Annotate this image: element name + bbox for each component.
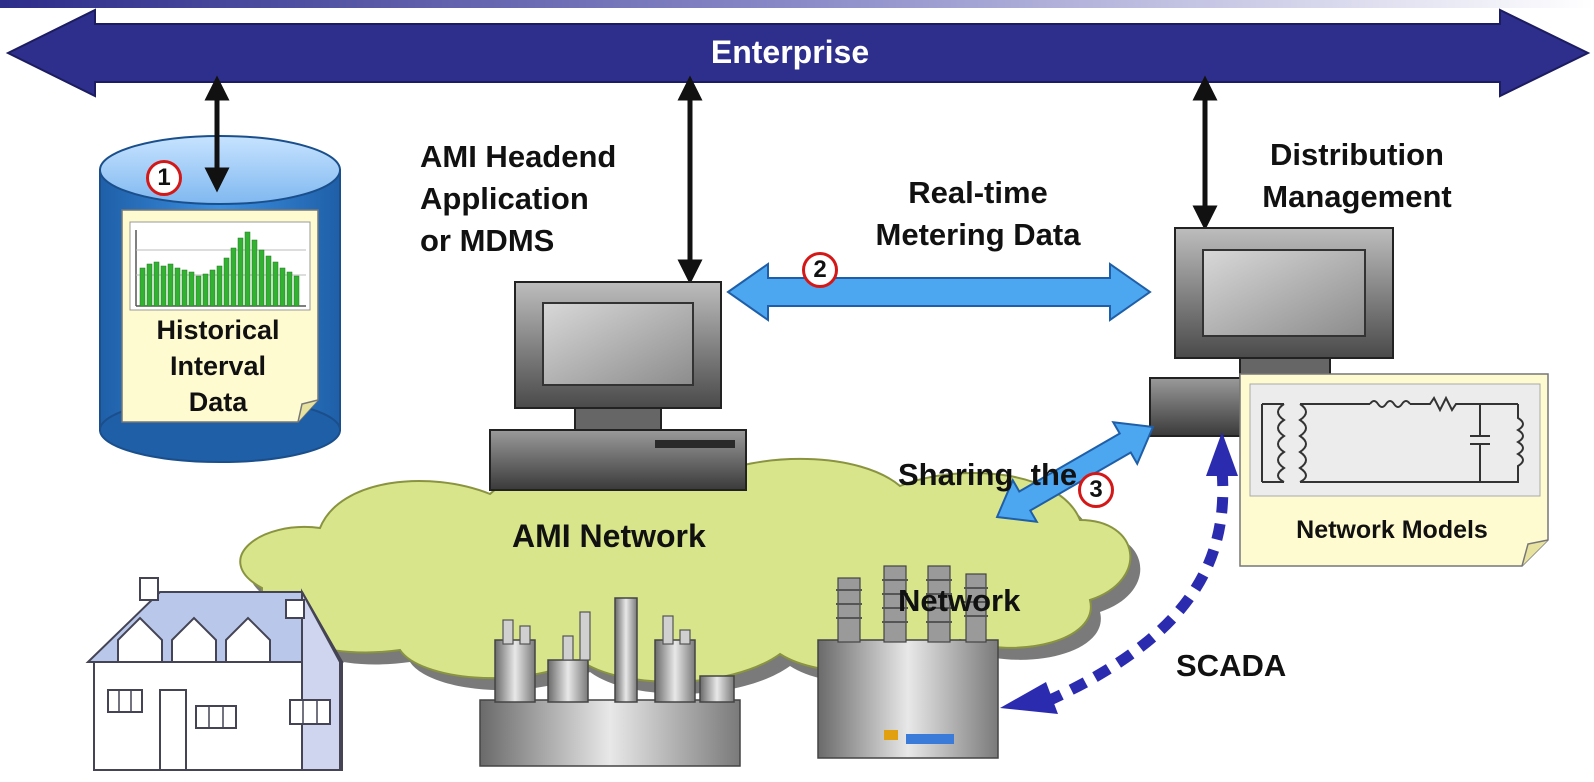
ami-headend-line-1: AMI Headend xyxy=(420,139,617,174)
enterprise-bus-arrow xyxy=(5,8,1591,98)
circuit-schematic xyxy=(1261,395,1524,483)
substation-equipment-illustration xyxy=(479,597,741,767)
step-badge-1: 1 xyxy=(146,160,182,196)
historical-label-line-3: Data xyxy=(188,387,248,417)
sharing-line-2: Network xyxy=(898,583,1021,618)
realtime-line-1: Real-time xyxy=(908,175,1048,210)
step-badge-2: 2 xyxy=(802,252,838,288)
scada-arrow xyxy=(1000,432,1238,714)
ami-headend-computer xyxy=(489,281,747,491)
ami-headend-line-3: or MDMS xyxy=(420,223,555,258)
historical-label-line-1: Historical xyxy=(156,315,280,345)
scada-label: SCADA xyxy=(1176,648,1287,683)
step-badge-3: 3 xyxy=(1078,472,1114,508)
dms-line-2: Management xyxy=(1262,179,1452,214)
realtime-line-2: Metering Data xyxy=(875,217,1081,252)
historical-label-line-2: Interval xyxy=(169,351,267,381)
network-models-note xyxy=(1239,373,1549,567)
enterprise-label: Enterprise xyxy=(710,34,870,70)
ami-headend-label: AMI Headend Application or MDMS xyxy=(420,136,616,262)
realtime-metering-label: Real-time Metering Data xyxy=(818,172,1138,256)
sharing-network-label: Sharing the Network xyxy=(898,370,1077,664)
distribution-management-label: Distribution Management xyxy=(1222,134,1492,218)
sharing-network-arrow xyxy=(995,420,1155,524)
ami-network-label: AMI Network xyxy=(512,518,706,554)
house-illustration xyxy=(85,577,344,771)
historical-data-label: Historical Interval Data xyxy=(122,312,314,420)
network-models-label: Network Models xyxy=(1296,516,1488,544)
interval-bars xyxy=(139,231,300,307)
historical-data-note xyxy=(121,209,319,423)
dms-line-1: Distribution xyxy=(1270,137,1444,172)
realtime-metering-arrow xyxy=(726,262,1152,322)
recloser-equipment-illustration xyxy=(817,565,999,759)
ami-headend-line-2: Application xyxy=(420,181,589,216)
ami-network-cloud xyxy=(239,457,1141,694)
sharing-line-1: Sharing the xyxy=(898,457,1078,492)
top-strip xyxy=(0,0,1594,8)
